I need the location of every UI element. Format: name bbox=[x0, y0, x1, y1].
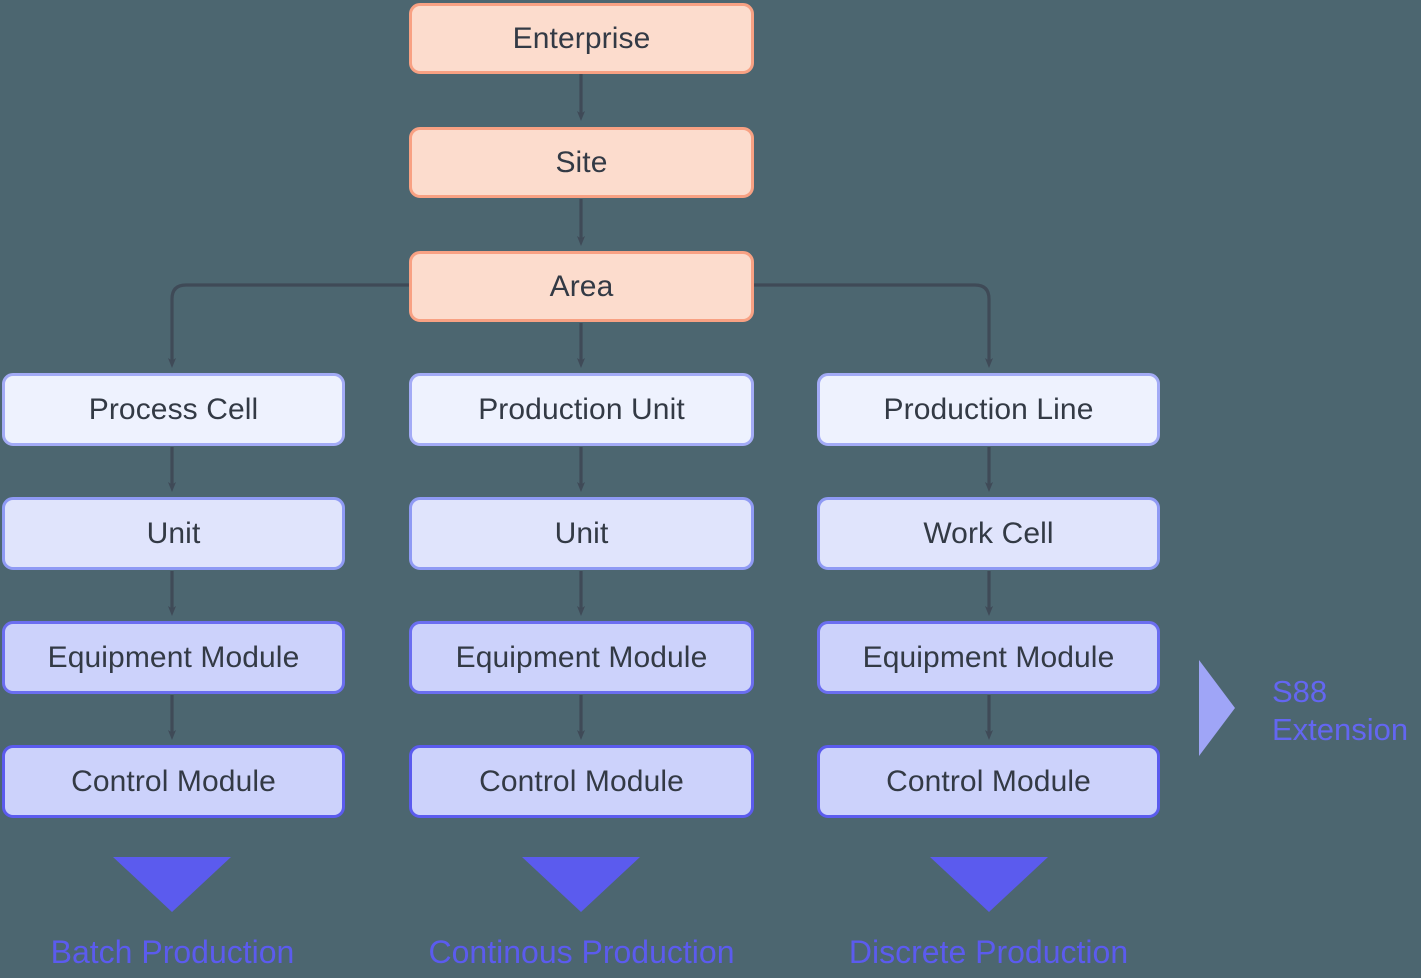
node-label: Production Line bbox=[883, 392, 1094, 426]
node-batch-equipment-module[interactable]: Equipment Module bbox=[2, 621, 345, 694]
node-enterprise[interactable]: Enterprise bbox=[409, 3, 754, 74]
node-label: Enterprise bbox=[512, 21, 651, 55]
outcome-discrete-production: Discrete Production bbox=[848, 934, 1129, 970]
node-continuous-equipment-module[interactable]: Equipment Module bbox=[409, 621, 754, 694]
s88-extension-label: S88 Extension bbox=[1272, 673, 1408, 749]
node-process-cell[interactable]: Process Cell bbox=[2, 373, 345, 446]
node-label: Site bbox=[555, 145, 608, 179]
node-label: Unit bbox=[554, 516, 609, 550]
node-discrete-equipment-module[interactable]: Equipment Module bbox=[817, 621, 1160, 694]
node-label: Equipment Module bbox=[47, 640, 300, 674]
node-work-cell[interactable]: Work Cell bbox=[817, 497, 1160, 570]
s88-extension-line-2: Extension bbox=[1272, 712, 1409, 747]
node-continuous-unit[interactable]: Unit bbox=[409, 497, 754, 570]
node-batch-unit[interactable]: Unit bbox=[2, 497, 345, 570]
node-label: Process Cell bbox=[88, 392, 259, 426]
node-label: Equipment Module bbox=[455, 640, 708, 674]
node-label: Control Module bbox=[479, 764, 684, 798]
node-site[interactable]: Site bbox=[409, 127, 754, 198]
node-area[interactable]: Area bbox=[409, 251, 754, 322]
node-batch-control-module[interactable]: Control Module bbox=[2, 745, 345, 818]
node-production-line[interactable]: Production Line bbox=[817, 373, 1160, 446]
node-production-unit[interactable]: Production Unit bbox=[409, 373, 754, 446]
s88-extension-line-1: S88 bbox=[1272, 674, 1328, 709]
s88-extension-arrow-icon bbox=[1199, 660, 1235, 756]
node-discrete-control-module[interactable]: Control Module bbox=[817, 745, 1160, 818]
node-label: Production Unit bbox=[478, 392, 685, 426]
node-continuous-control-module[interactable]: Control Module bbox=[409, 745, 754, 818]
node-label: Control Module bbox=[886, 764, 1091, 798]
node-label: Equipment Module bbox=[862, 640, 1115, 674]
outcome-continuous-production: Continous Production bbox=[428, 934, 735, 970]
node-label: Area bbox=[549, 269, 614, 303]
discrete-outcome-arrow-icon bbox=[930, 857, 1048, 912]
node-label: Control Module bbox=[71, 764, 276, 798]
node-label: Unit bbox=[146, 516, 201, 550]
node-label: Work Cell bbox=[923, 516, 1054, 550]
outcome-batch-production: Batch Production bbox=[50, 934, 295, 970]
batch-outcome-arrow-icon bbox=[113, 857, 231, 912]
continuous-outcome-arrow-icon bbox=[522, 857, 640, 912]
